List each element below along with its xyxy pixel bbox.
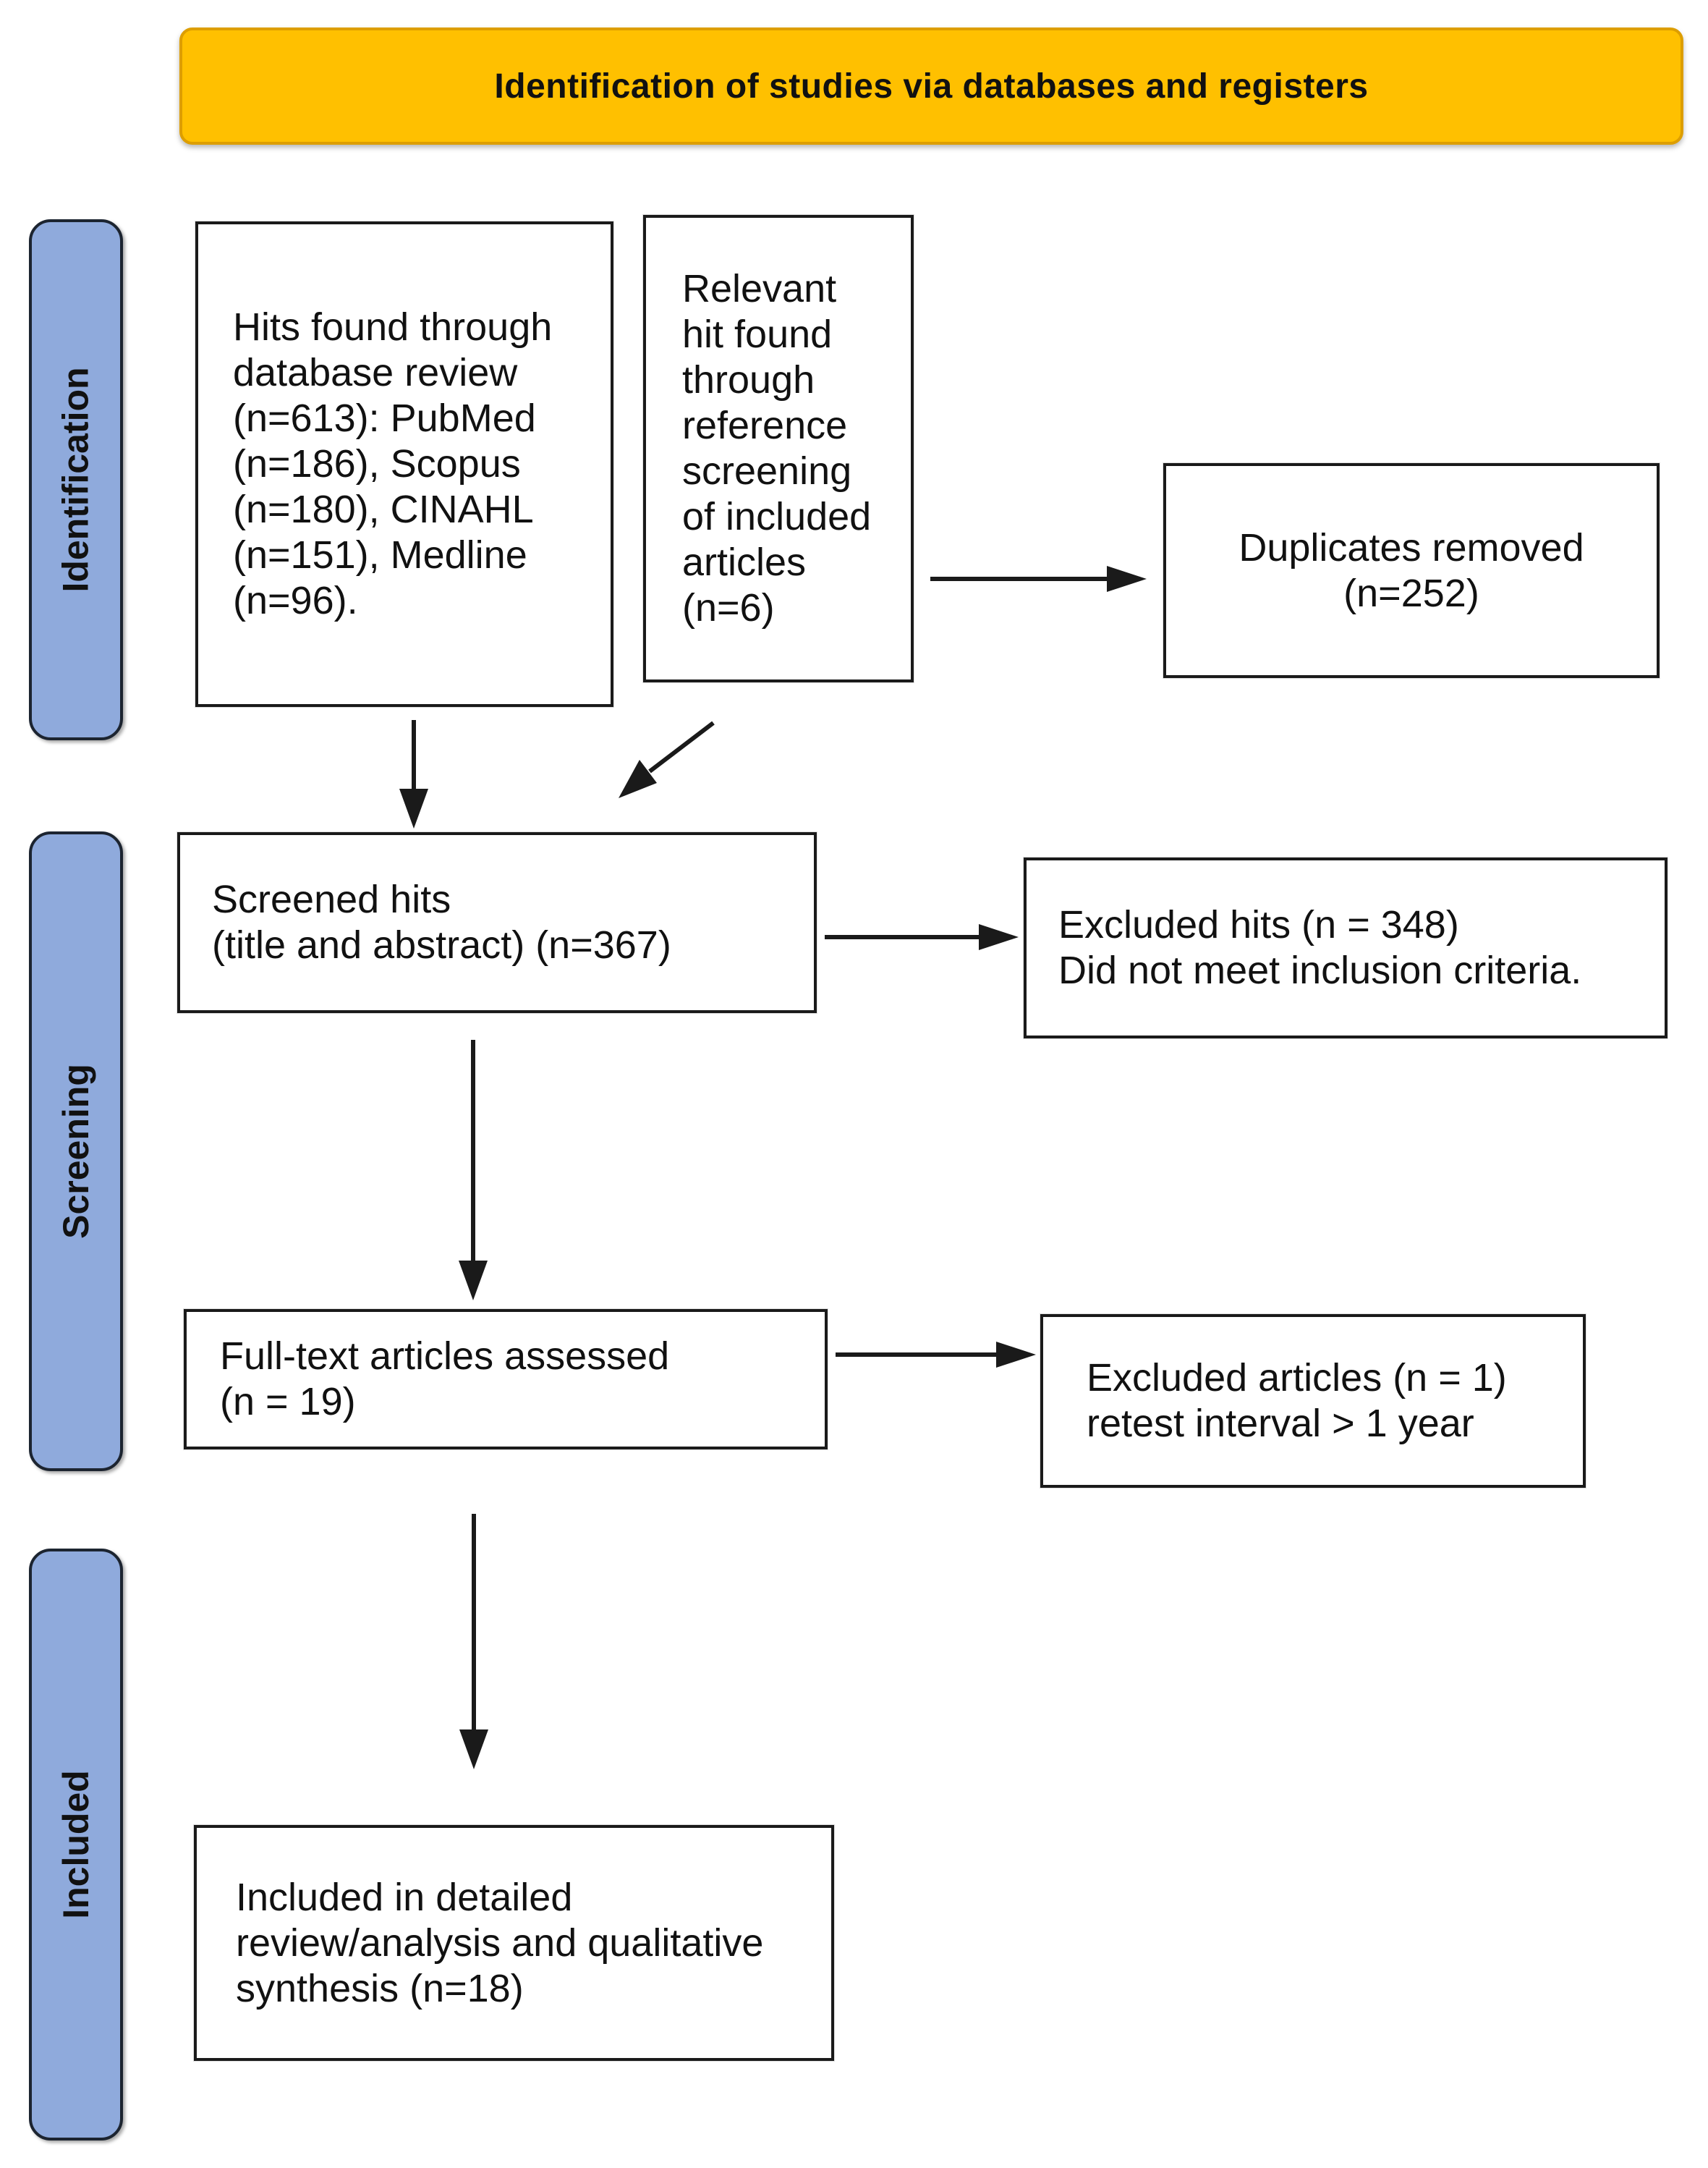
arrow-screened-to-fulltext <box>459 1040 488 1300</box>
box-duplicates-removed: Duplicates removed (n=252) <box>1163 463 1660 678</box>
stage-label-included: Included <box>56 1770 97 1919</box>
stage-label-screening: Screening <box>56 1064 96 1239</box>
box-screened-hits-text: Screened hits (title and abstract) (n=36… <box>212 878 671 967</box>
box-included-synthesis-text: Included in detailed review/analysis and… <box>236 1875 764 2010</box>
stage-tab-identification: Identification <box>29 219 123 740</box>
box-fulltext-assessed: Full-text articles assessed (n = 19) <box>184 1309 828 1449</box>
box-duplicates-removed-text: Duplicates removed (n=252) <box>1238 525 1584 615</box>
stage-tab-screening: Screening <box>29 831 123 1471</box>
box-database-hits-text: Hits found through database review (n=61… <box>233 305 553 622</box>
box-excluded-hits: Excluded hits (n = 348) Did not meet inc… <box>1024 858 1667 1038</box>
arrow-fulltext-to-excluded <box>836 1342 1036 1368</box>
stage-tab-included: Included <box>29 1549 123 2141</box>
box-reference-hit: Relevant hit found through reference scr… <box>643 215 914 682</box>
arrow-fulltext-to-included <box>459 1514 488 1769</box>
arrow-screened-to-excluded <box>825 924 1019 950</box>
box-database-hits: Hits found through database review (n=61… <box>195 221 613 707</box>
stage-label-identification: Identification <box>56 367 97 593</box>
arrow-reference-to-screened <box>619 721 715 798</box>
box-screened-hits: Screened hits (title and abstract) (n=36… <box>177 832 817 1013</box>
arrow-database-to-screened <box>399 720 428 829</box>
page-title: Identification of studies via databases … <box>494 67 1369 106</box>
box-reference-hit-text: Relevant hit found through reference scr… <box>682 267 872 630</box>
box-excluded-articles-text: Excluded articles (n = 1) retest interva… <box>1087 1356 1507 1445</box>
arrow-to-duplicates <box>930 566 1147 592</box>
box-included-synthesis: Included in detailed review/analysis and… <box>194 1825 834 2061</box>
header-banner: Identification of studies via databases … <box>179 27 1683 145</box>
box-fulltext-assessed-text: Full-text articles assessed (n = 19) <box>220 1334 670 1423</box>
box-excluded-articles: Excluded articles (n = 1) retest interva… <box>1040 1314 1586 1488</box>
box-excluded-hits-text: Excluded hits (n = 348) Did not meet inc… <box>1058 903 1582 992</box>
